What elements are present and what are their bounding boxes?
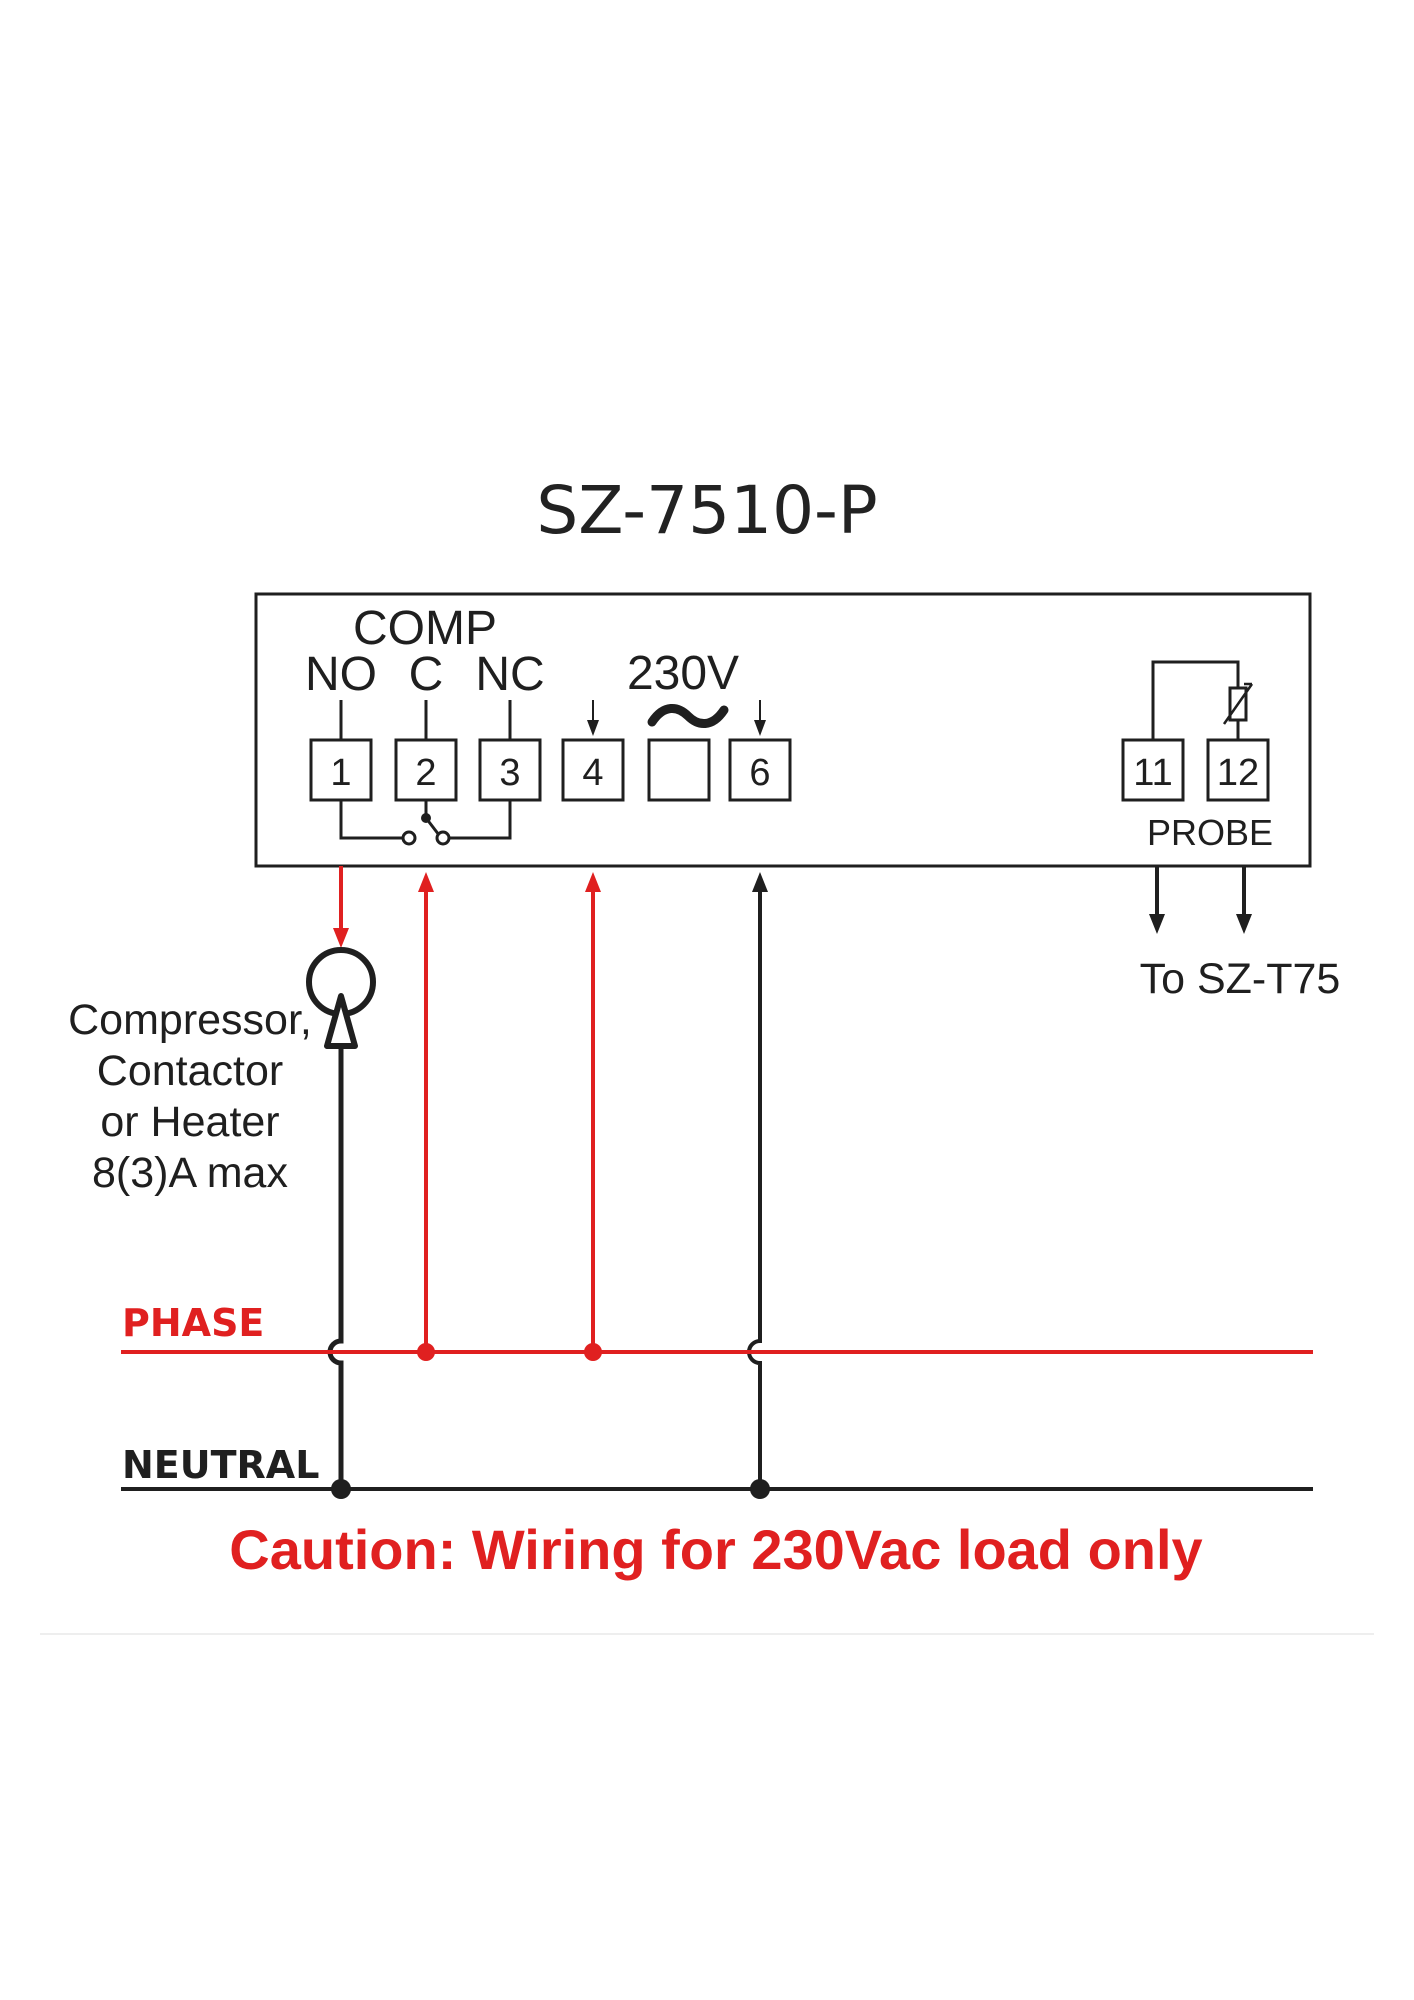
arrow-down-icon (333, 928, 349, 948)
diagram-title: SZ-7510-P (536, 472, 877, 549)
junction-dot (417, 1343, 435, 1361)
terminal-blank (647, 738, 711, 802)
terminal-number: 11 (1133, 752, 1172, 794)
ac-symbol-icon (647, 704, 729, 728)
terminal-number: 3 (499, 752, 520, 794)
thermistor-icon (1222, 682, 1254, 725)
terminal-1: 1 (309, 738, 373, 802)
junction-dot (750, 1479, 770, 1499)
probe-destination: To SZ-T75 (1140, 955, 1341, 1003)
nc-label: NC (475, 648, 544, 701)
caution-text: Caution: Wiring for 230Vac load only (229, 1518, 1202, 1581)
load-line-2: Contactor (97, 1047, 283, 1095)
wire-neutral-to-6 (747, 890, 762, 1490)
terminal-2: 2 (394, 738, 458, 802)
load-line-3: or Heater (100, 1098, 279, 1146)
phase-label: PHASE (122, 1301, 264, 1345)
voltage-label: 230V (627, 647, 739, 700)
arrow-up-icon (418, 872, 434, 892)
neutral-label: NEUTRAL (122, 1443, 319, 1487)
probe-loop (1151, 660, 1240, 740)
arrow-down-icon (1236, 914, 1252, 934)
junction-dot (584, 1343, 602, 1361)
c-label: C (409, 648, 444, 701)
terminal-3: 3 (478, 738, 542, 802)
arrow-up-icon (752, 872, 768, 892)
terminal-number: 2 (415, 752, 436, 794)
arrow-down-icon (1149, 914, 1165, 934)
load-line-1: Compressor, (68, 996, 312, 1044)
arrow-down-icon (587, 720, 599, 736)
load-line-4: 8(3)A max (92, 1149, 288, 1197)
controller-housing (254, 592, 1312, 868)
terminal-12: 12 (1206, 738, 1270, 802)
comp-label: COMP (353, 602, 497, 655)
terminal-number: 12 (1217, 752, 1259, 794)
terminal-6: 6 (728, 738, 792, 802)
load-symbol-icon (306, 947, 376, 1049)
wire-load-to-neutral (327, 1046, 344, 1490)
junction-dot (331, 1479, 351, 1499)
terminal-number: 1 (330, 752, 351, 794)
terminal-4: 4 (561, 738, 625, 802)
terminal-number: 4 (582, 752, 603, 794)
terminal-number: 6 (749, 752, 770, 794)
relay-contact-icon (339, 800, 512, 846)
no-label: NO (305, 648, 377, 701)
arrow-down-icon (754, 720, 766, 736)
arrow-up-icon (585, 872, 601, 892)
probe-label: PROBE (1147, 812, 1273, 853)
terminal-11: 11 (1121, 738, 1185, 802)
